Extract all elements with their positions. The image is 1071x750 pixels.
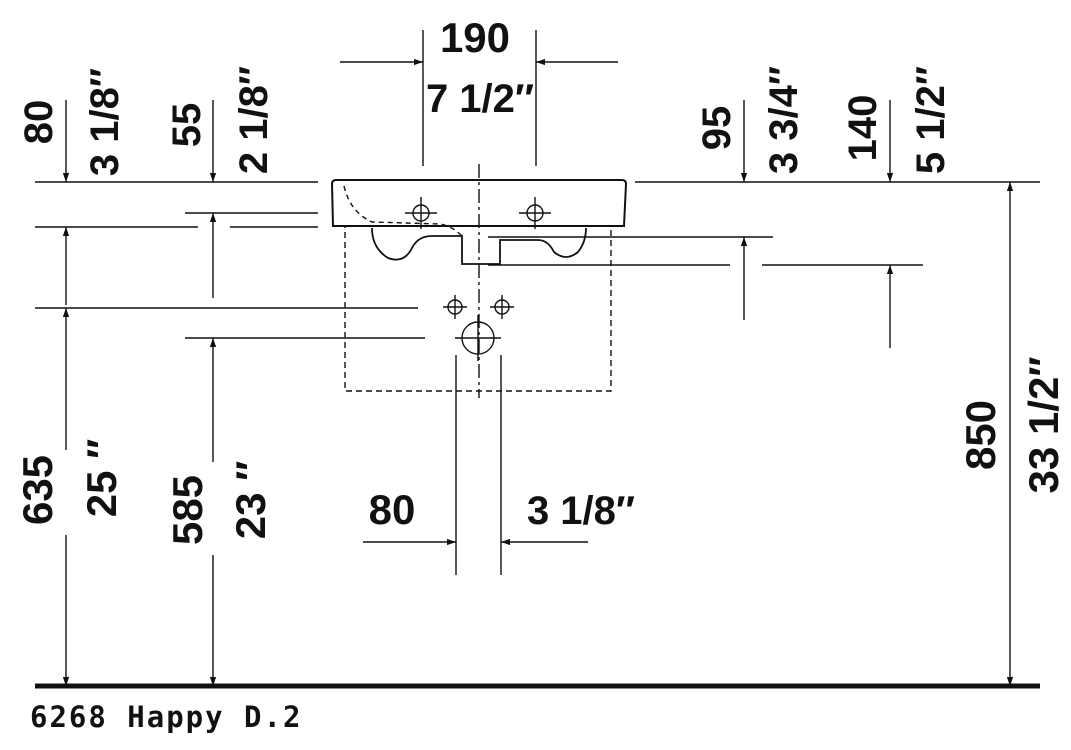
- dim-55-in: 2 1/8″: [232, 66, 276, 174]
- product-caption: 6268 Happy D.2: [30, 700, 303, 734]
- dim-55-mm: 55: [165, 103, 209, 148]
- dim-80-in: 3 1/8″: [83, 68, 127, 176]
- basin-outline: [330, 179, 628, 227]
- dim-80-bottom-in: 3 1/8″: [527, 489, 635, 533]
- dim-95-in: 3 3/4″: [762, 66, 806, 174]
- basin-bowl-dashed: [343, 185, 463, 237]
- drain-connection: [455, 315, 501, 361]
- dim-190-in: 7 1/2″: [426, 77, 534, 121]
- dim-635-in: 25 ″: [78, 439, 125, 518]
- basin-underside: [371, 227, 587, 265]
- dim-80-bottom-mm: 80: [369, 486, 416, 533]
- dim-850-in: 33 1/2″: [1020, 357, 1067, 494]
- tap-hole-right: [519, 197, 551, 229]
- dim-585-in: 23 ″: [227, 461, 274, 540]
- siphon-cover-dashed: [344, 225, 612, 392]
- dim-190-mm: 190: [440, 14, 510, 61]
- dim-80-mm: 80: [17, 100, 61, 145]
- tap-hole-left: [405, 197, 437, 229]
- dim-140-mm: 140: [841, 95, 885, 162]
- supply-connection-left: [443, 295, 467, 319]
- dim-635-mm: 635: [14, 455, 61, 525]
- dim-850-mm: 850: [957, 400, 1004, 470]
- dim-585-mm: 585: [164, 475, 211, 545]
- dim-95-mm: 95: [695, 106, 739, 151]
- dim-140-in: 5 1/2″: [909, 66, 953, 174]
- supply-connection-right: [490, 295, 514, 319]
